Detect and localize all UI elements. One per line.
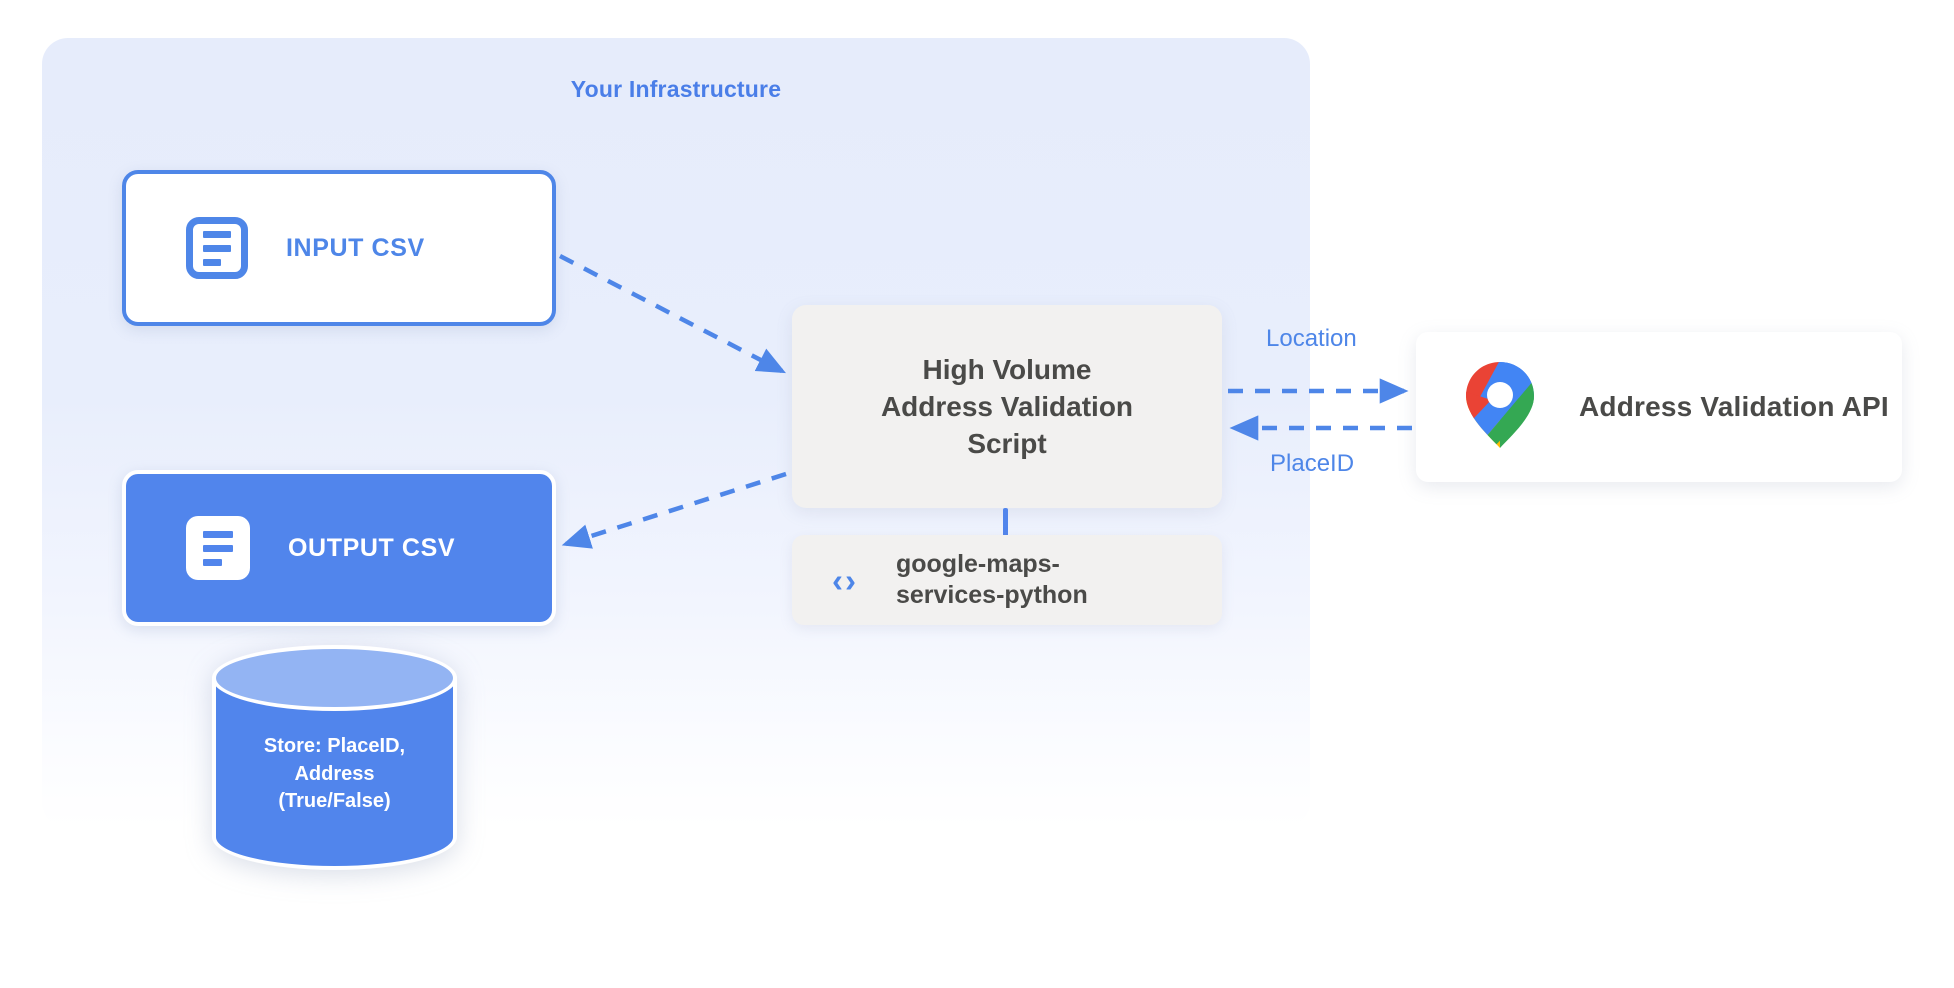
node-client-library-label: google-maps- services-python (895, 549, 1088, 609)
node-input-csv-label: INPUT CSV (286, 233, 425, 262)
node-output-csv[interactable]: OUTPUT CSV (122, 470, 556, 626)
page-title: Your Infrastructure (570, 76, 782, 102)
node-input-csv[interactable]: INPUT CSV (122, 170, 556, 326)
node-address-validation-api[interactable]: Address Validation API (1416, 332, 1902, 482)
node-datastore-label: Store: PlaceID, Address (True/False) (263, 735, 406, 813)
node-output-csv-label: OUTPUT CSV (288, 533, 456, 562)
node-datastore[interactable]: Store: PlaceID, Address (True/False) (212, 645, 457, 870)
node-client-library[interactable]: ‹› google-maps- services-python (792, 535, 1222, 625)
google-maps-pin-icon (1461, 360, 1539, 455)
document-icon (186, 217, 248, 279)
document-icon (186, 516, 250, 580)
node-validation-script[interactable]: High Volume Address Validation Script (792, 305, 1222, 508)
node-address-validation-api-label: Address Validation API (1579, 391, 1889, 422)
edge-label-location: Location (1266, 325, 1357, 352)
connector-script-library (1003, 508, 1008, 538)
datastore-top (212, 645, 457, 711)
edge-label-placeid: PlaceID (1270, 450, 1355, 477)
node-validation-script-label: High Volume Address Validation Script (880, 353, 1134, 460)
code-brackets-icon: ‹› (832, 561, 858, 599)
